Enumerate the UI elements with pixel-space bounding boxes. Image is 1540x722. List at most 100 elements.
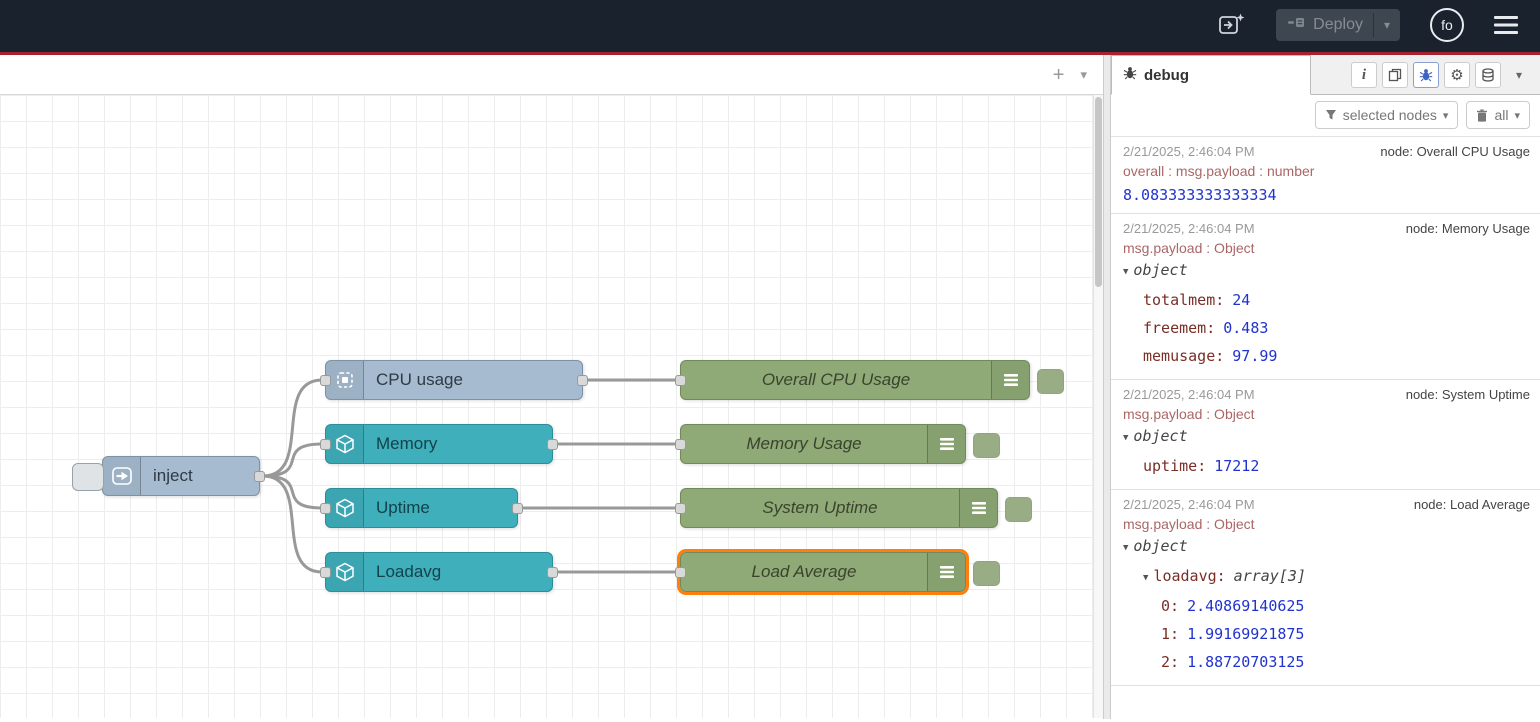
node-label: Uptime — [364, 489, 517, 527]
flow-node-debug-overall-cpu[interactable]: Overall CPU Usage — [680, 360, 1030, 400]
output-port[interactable] — [577, 375, 588, 386]
help-docs-tab-button[interactable] — [1382, 62, 1408, 88]
input-port[interactable] — [675, 375, 686, 386]
output-port[interactable] — [512, 503, 523, 514]
wire[interactable] — [263, 444, 322, 476]
debug-console-icon — [927, 425, 965, 463]
inject-arrow-icon — [103, 457, 141, 495]
sidebar-tool-buttons: i ⚙ — [1351, 55, 1540, 95]
add-flow-button[interactable]: + — [1053, 65, 1065, 85]
assistant-import-icon[interactable] — [1218, 12, 1246, 37]
debug-tab-button[interactable] — [1413, 62, 1439, 88]
flow-node-debug-memory-usage[interactable]: Memory Usage — [680, 424, 966, 464]
input-port[interactable] — [675, 503, 686, 514]
sidebar-splitter[interactable] — [1103, 55, 1111, 719]
expand-caret-icon[interactable]: ▼ — [1143, 564, 1148, 592]
flow-node-inject[interactable]: inject — [102, 456, 260, 496]
context-data-tab-button[interactable] — [1475, 62, 1501, 88]
deploy-label: Deploy — [1313, 16, 1363, 34]
expand-caret-icon[interactable]: ▼ — [1123, 258, 1128, 286]
debug-toggle-button[interactable] — [1005, 497, 1032, 522]
tab-label: debug — [1144, 67, 1189, 84]
filter-nodes-button[interactable]: selected nodes ▾ — [1315, 101, 1459, 129]
flow-node-memory[interactable]: Memory — [325, 424, 553, 464]
debug-toggle-button[interactable] — [973, 433, 1000, 458]
output-port[interactable] — [547, 439, 558, 450]
workspace-tab-bar: + ▾ — [0, 55, 1103, 95]
message-source-node[interactable]: node: Overall CPU Usage — [1380, 144, 1530, 159]
debug-message-list: 2/21/2025, 2:46:04 PM node: Overall CPU … — [1111, 137, 1540, 719]
node-label: Overall CPU Usage — [681, 361, 991, 399]
debug-message: 2/21/2025, 2:46:04 PM node: Memory Usage… — [1111, 214, 1540, 380]
input-port[interactable] — [675, 439, 686, 450]
bug-icon — [1123, 66, 1137, 84]
user-avatar[interactable]: fo — [1430, 8, 1464, 42]
cube-icon — [326, 425, 364, 463]
flow-node-uptime[interactable]: Uptime — [325, 488, 518, 528]
node-label: inject — [141, 457, 259, 495]
wire[interactable] — [263, 476, 322, 508]
debug-console-icon — [959, 489, 997, 527]
main-menu-icon[interactable] — [1494, 16, 1518, 34]
sidebar: debug i — [1111, 55, 1540, 719]
info-tab-button[interactable]: i — [1351, 62, 1377, 88]
node-label: System Uptime — [681, 489, 959, 527]
flow-node-debug-load-average[interactable]: Load Average — [680, 552, 966, 592]
message-source-node[interactable]: node: Memory Usage — [1406, 221, 1530, 236]
message-source-node[interactable]: node: Load Average — [1414, 497, 1530, 512]
message-value: 8.083333333333334 — [1123, 186, 1530, 204]
sidebar-tab-bar: debug i — [1111, 55, 1540, 95]
node-label: Memory — [364, 425, 552, 463]
input-port[interactable] — [320, 503, 331, 514]
inject-trigger-button[interactable] — [72, 463, 104, 491]
input-port[interactable] — [320, 375, 331, 386]
expand-caret-icon[interactable]: ▼ — [1123, 424, 1128, 452]
deploy-button[interactable]: Deploy ▾ — [1276, 9, 1400, 41]
expand-caret-icon[interactable]: ▼ — [1123, 534, 1128, 562]
debug-toggle-button[interactable] — [1037, 369, 1064, 394]
debug-message: 2/21/2025, 2:46:04 PM node: Load Average… — [1111, 490, 1540, 686]
message-property-path: msg.payload : Object — [1123, 516, 1530, 532]
debug-console-icon — [927, 553, 965, 591]
output-port[interactable] — [254, 471, 265, 482]
debug-filter-bar: selected nodes ▾ all ▾ — [1111, 95, 1540, 137]
workspace: + ▾ — [0, 55, 1103, 719]
message-property-path: msg.payload : Object — [1123, 240, 1530, 256]
wire-layer — [0, 95, 1103, 718]
flow-node-debug-system-uptime[interactable]: System Uptime — [680, 488, 998, 528]
config-nodes-tab-button[interactable]: ⚙ — [1444, 62, 1470, 88]
clear-messages-button[interactable]: all ▾ — [1466, 101, 1530, 129]
deploy-options-caret[interactable]: ▾ — [1373, 13, 1400, 37]
node-label: Memory Usage — [681, 425, 927, 463]
message-source-node[interactable]: node: System Uptime — [1406, 387, 1530, 402]
flow-node-loadavg[interactable]: Loadavg — [325, 552, 553, 592]
node-label: CPU usage — [364, 361, 582, 399]
main-area: + ▾ — [0, 55, 1540, 719]
header: Deploy ▾ fo — [0, 0, 1540, 55]
flow-canvas[interactable]: inject CPU usage — [0, 95, 1103, 718]
funnel-icon — [1325, 109, 1337, 121]
node-label: Loadavg — [364, 553, 552, 591]
cube-icon — [326, 553, 364, 591]
message-timestamp: 2/21/2025, 2:46:04 PM — [1123, 387, 1255, 402]
sidebar-options-caret[interactable]: ▾ — [1506, 62, 1532, 88]
cube-icon — [326, 489, 364, 527]
debug-toggle-button[interactable] — [973, 561, 1000, 586]
flow-node-cpu-usage[interactable]: CPU usage — [325, 360, 583, 400]
debug-console-icon — [991, 361, 1029, 399]
message-property-path: overall : msg.payload : number — [1123, 163, 1530, 179]
scrollbar-thumb[interactable] — [1095, 97, 1102, 287]
input-port[interactable] — [320, 567, 331, 578]
message-property-path: msg.payload : Object — [1123, 406, 1530, 422]
input-port[interactable] — [675, 567, 686, 578]
output-port[interactable] — [547, 567, 558, 578]
canvas-vertical-scrollbar[interactable] — [1093, 95, 1103, 718]
node-label: Load Average — [681, 553, 927, 591]
tab-debug[interactable]: debug — [1111, 55, 1311, 95]
flow-list-caret[interactable]: ▾ — [1080, 68, 1087, 81]
message-timestamp: 2/21/2025, 2:46:04 PM — [1123, 221, 1255, 236]
input-port[interactable] — [320, 439, 331, 450]
message-timestamp: 2/21/2025, 2:46:04 PM — [1123, 144, 1255, 159]
message-timestamp: 2/21/2025, 2:46:04 PM — [1123, 497, 1255, 512]
